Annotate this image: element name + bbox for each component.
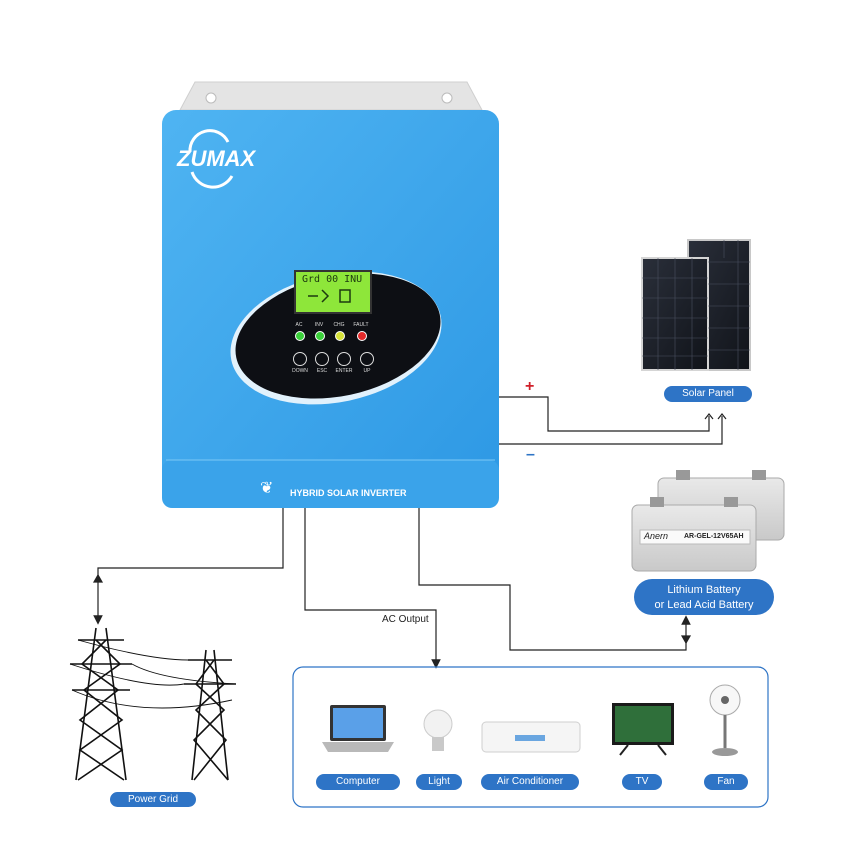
wiring — [92, 396, 727, 669]
panel-button-label-down: DOWN — [292, 368, 308, 374]
battery-label: Lithium Battery or Lead Acid Battery — [634, 579, 774, 615]
lcd-graphics — [308, 289, 351, 303]
inverter — [162, 110, 499, 508]
indicator-led-chg — [335, 331, 345, 341]
panel-button-enter[interactable] — [337, 352, 351, 366]
lcd-line1: Grd 00 INU — [302, 274, 363, 285]
indicator-label-fault: FAULT — [353, 322, 369, 328]
panel-button-esc[interactable] — [315, 352, 329, 366]
ac-output-label: AC Output — [382, 614, 429, 625]
panel-button-up[interactable] — [360, 352, 374, 366]
power-grid-label: Power Grid — [110, 792, 196, 807]
leaf-icon: ❦ — [260, 480, 274, 497]
load-label-fan: Fan — [704, 774, 748, 790]
battery-brand: Anern — [644, 531, 669, 541]
brand-name: ZUMAX — [177, 146, 256, 171]
panel-button-down[interactable] — [293, 352, 307, 366]
panel-button-label-esc: ESC — [316, 368, 328, 374]
battery-label-line1: Lithium Battery — [667, 584, 741, 596]
indicator-label-inv: INV — [314, 322, 324, 328]
indicator-led-ac — [295, 331, 305, 341]
mounting-bracket — [179, 81, 483, 111]
battery — [631, 470, 785, 572]
indicator-label-chg: CHG — [333, 322, 345, 328]
load-label-computer: Computer — [316, 774, 400, 790]
minus-sign: – — [526, 446, 535, 463]
load-label-light: Light — [416, 774, 462, 790]
panel-button-label-up: UP — [363, 368, 371, 374]
light-icon — [423, 709, 453, 751]
solar-panel — [641, 239, 751, 371]
indicator-led-inv — [315, 331, 325, 341]
brand-logo — [188, 129, 234, 189]
plus-sign: + — [525, 378, 535, 395]
power-grid-towers — [69, 627, 237, 781]
indicator-led-fault — [357, 331, 367, 341]
battery-model: AR-GEL-12V65AH — [684, 533, 744, 540]
load-label-tv: TV — [622, 774, 662, 790]
tv-icon — [612, 703, 674, 756]
air-conditioner-icon — [481, 721, 581, 753]
fan-icon — [709, 684, 741, 756]
computer-icon — [322, 705, 394, 752]
solar-panel-label: Solar Panel — [664, 386, 752, 402]
panel-button-label-enter: ENTER — [335, 368, 353, 374]
battery-label-line2: or Lead Acid Battery — [654, 599, 754, 611]
product-name: HYBRID SOLAR INVERTER — [290, 488, 407, 498]
indicator-label-ac: AC — [295, 322, 303, 328]
load-label-air-conditioner: Air Conditioner — [481, 774, 579, 790]
loads-box — [292, 666, 769, 808]
lcd-screen — [294, 270, 372, 314]
